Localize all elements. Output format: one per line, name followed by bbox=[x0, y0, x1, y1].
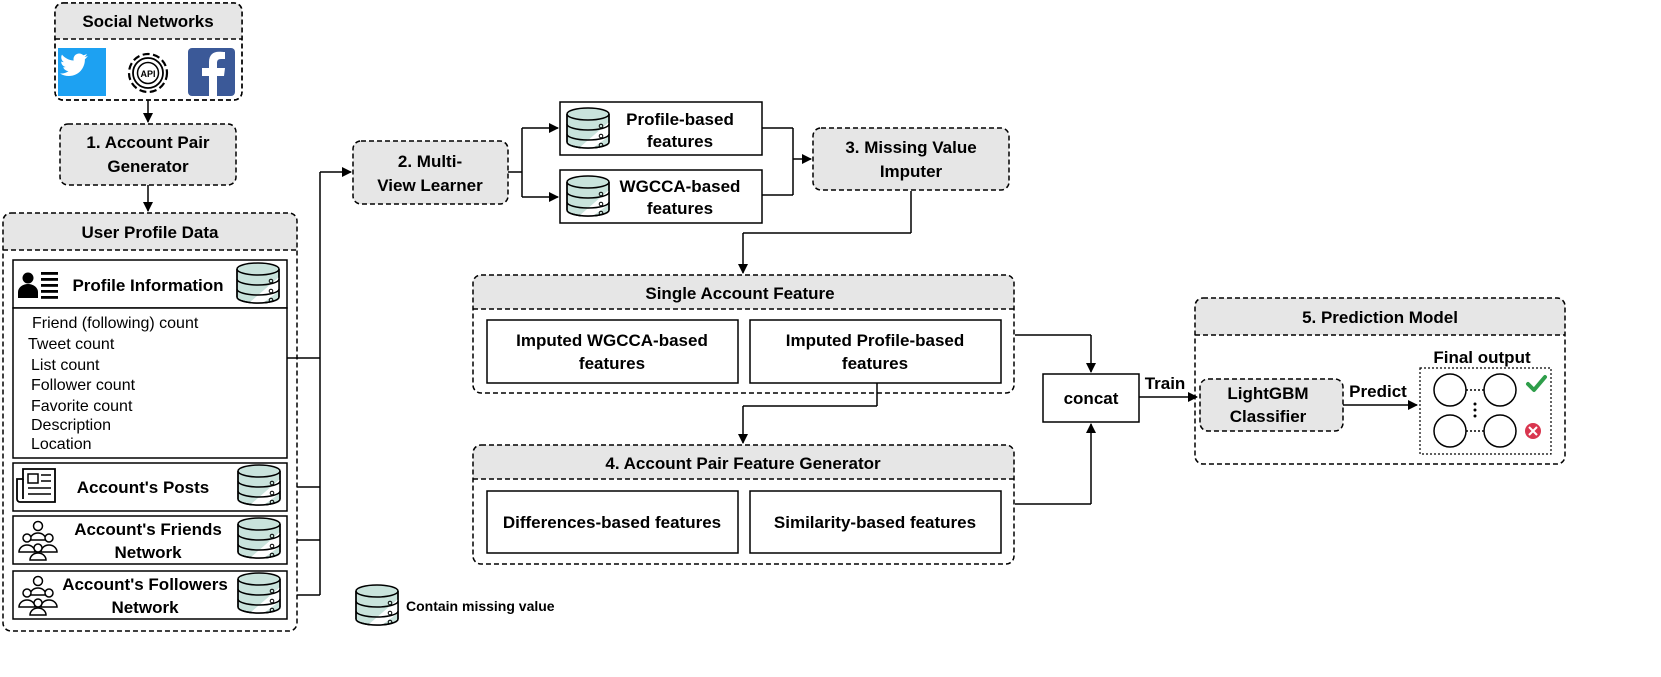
imputed-profile-label-1: Imputed Profile-based bbox=[786, 331, 965, 350]
predict-label: Predict bbox=[1349, 382, 1407, 401]
profile-item: List count bbox=[31, 357, 100, 374]
friends-network-label-1: Account's Friends bbox=[74, 520, 222, 539]
profile-info-database-icon bbox=[236, 262, 280, 304]
prediction-model-group: 5. Prediction Model LightGBM Classifier … bbox=[1194, 297, 1566, 465]
api-gear-icon: API bbox=[127, 52, 169, 94]
followers-network-label-2: Network bbox=[111, 598, 179, 617]
friends-network-icon bbox=[18, 520, 58, 561]
single-account-feature-group: Single Account Feature Imputed WGCCA-bas… bbox=[472, 274, 1015, 394]
profile-features-label-1: Profile-based bbox=[626, 110, 734, 129]
final-output-label: Final output bbox=[1433, 348, 1531, 367]
legend: Contain missing value bbox=[355, 584, 555, 626]
account-pair-generator-node: 1. Account Pair Generator bbox=[59, 123, 237, 186]
legend-database-icon bbox=[355, 584, 399, 626]
profile-features-label-2: features bbox=[647, 132, 713, 151]
profile-item: Location bbox=[31, 436, 92, 453]
account-pair-generator-label-2: Generator bbox=[107, 157, 189, 176]
facebook-icon bbox=[188, 48, 235, 96]
accounts-posts-label: Account's Posts bbox=[77, 478, 210, 497]
vertical-ellipsis bbox=[1473, 402, 1477, 418]
legend-text: Contain missing value bbox=[406, 598, 555, 614]
imputed-profile-label-2: features bbox=[842, 354, 908, 373]
missing-value-imputer-node: 3. Missing Value Imputer bbox=[812, 127, 1010, 191]
followers-network-label-1: Account's Followers bbox=[62, 575, 228, 594]
posts-database-icon bbox=[237, 464, 281, 506]
svg-text:API: API bbox=[140, 69, 155, 79]
wgcca-based-features-node: WGCCA-based features bbox=[559, 169, 763, 224]
concat-node: concat bbox=[1042, 373, 1140, 423]
similarity-features-label: Similarity-based features bbox=[774, 513, 976, 532]
imputed-wgcca-label-1: Imputed WGCCA-based bbox=[516, 331, 708, 350]
imputed-wgcca-label-2: features bbox=[579, 354, 645, 373]
profile-features-database-icon bbox=[566, 107, 610, 149]
profile-item: Follower count bbox=[31, 377, 136, 394]
output-nodes bbox=[1433, 373, 1517, 448]
newspaper-icon bbox=[16, 468, 56, 503]
profile-item: Friend (following) count bbox=[32, 315, 199, 332]
user-profile-data-group: User Profile Data Profile Information Fr… bbox=[2, 212, 298, 632]
account-pair-generator-label-1: 1. Account Pair bbox=[86, 133, 210, 152]
profile-card-icon bbox=[18, 272, 58, 299]
differences-features-label: Differences-based features bbox=[503, 513, 721, 532]
prediction-model-title: 5. Prediction Model bbox=[1302, 308, 1458, 327]
pair-generator-title: 4. Account Pair Feature Generator bbox=[605, 454, 881, 473]
multi-view-label-2: View Learner bbox=[377, 176, 483, 195]
account-pair-feature-generator-group: 4. Account Pair Feature Generator Differ… bbox=[472, 444, 1015, 565]
friends-network-label-2: Network bbox=[114, 543, 182, 562]
check-icon bbox=[1526, 375, 1547, 392]
wgcca-features-label-2: features bbox=[647, 199, 713, 218]
social-networks-group: Social Networks API bbox=[54, 2, 243, 101]
profile-item: Tweet count bbox=[28, 336, 115, 353]
cross-icon bbox=[1525, 423, 1541, 439]
user-profile-data-title: User Profile Data bbox=[82, 223, 220, 242]
wgcca-features-label-1: WGCCA-based bbox=[620, 177, 741, 196]
connectors bbox=[143, 100, 1418, 596]
twitter-icon bbox=[58, 48, 106, 96]
followers-database-icon bbox=[237, 572, 281, 614]
profile-information-title: Profile Information bbox=[72, 276, 223, 295]
classifier-label-2: Classifier bbox=[1230, 407, 1307, 426]
profile-item: Description bbox=[31, 417, 111, 434]
followers-network-icon bbox=[18, 575, 58, 616]
multi-view-learner-node: 2. Multi- View Learner bbox=[352, 140, 509, 205]
imputer-label-1: 3. Missing Value bbox=[845, 138, 976, 157]
social-networks-title: Social Networks bbox=[82, 12, 213, 31]
imputer-label-2: Imputer bbox=[880, 162, 943, 181]
multi-view-label-1: 2. Multi- bbox=[398, 152, 462, 171]
single-account-title: Single Account Feature bbox=[645, 284, 834, 303]
wgcca-features-database-icon bbox=[566, 175, 610, 217]
profile-based-features-node: Profile-based features bbox=[559, 101, 763, 156]
friends-database-icon bbox=[237, 517, 281, 559]
profile-item: Favorite count bbox=[31, 398, 133, 415]
concat-label: concat bbox=[1064, 389, 1119, 408]
train-label: Train bbox=[1145, 374, 1186, 393]
classifier-label-1: LightGBM bbox=[1227, 384, 1308, 403]
